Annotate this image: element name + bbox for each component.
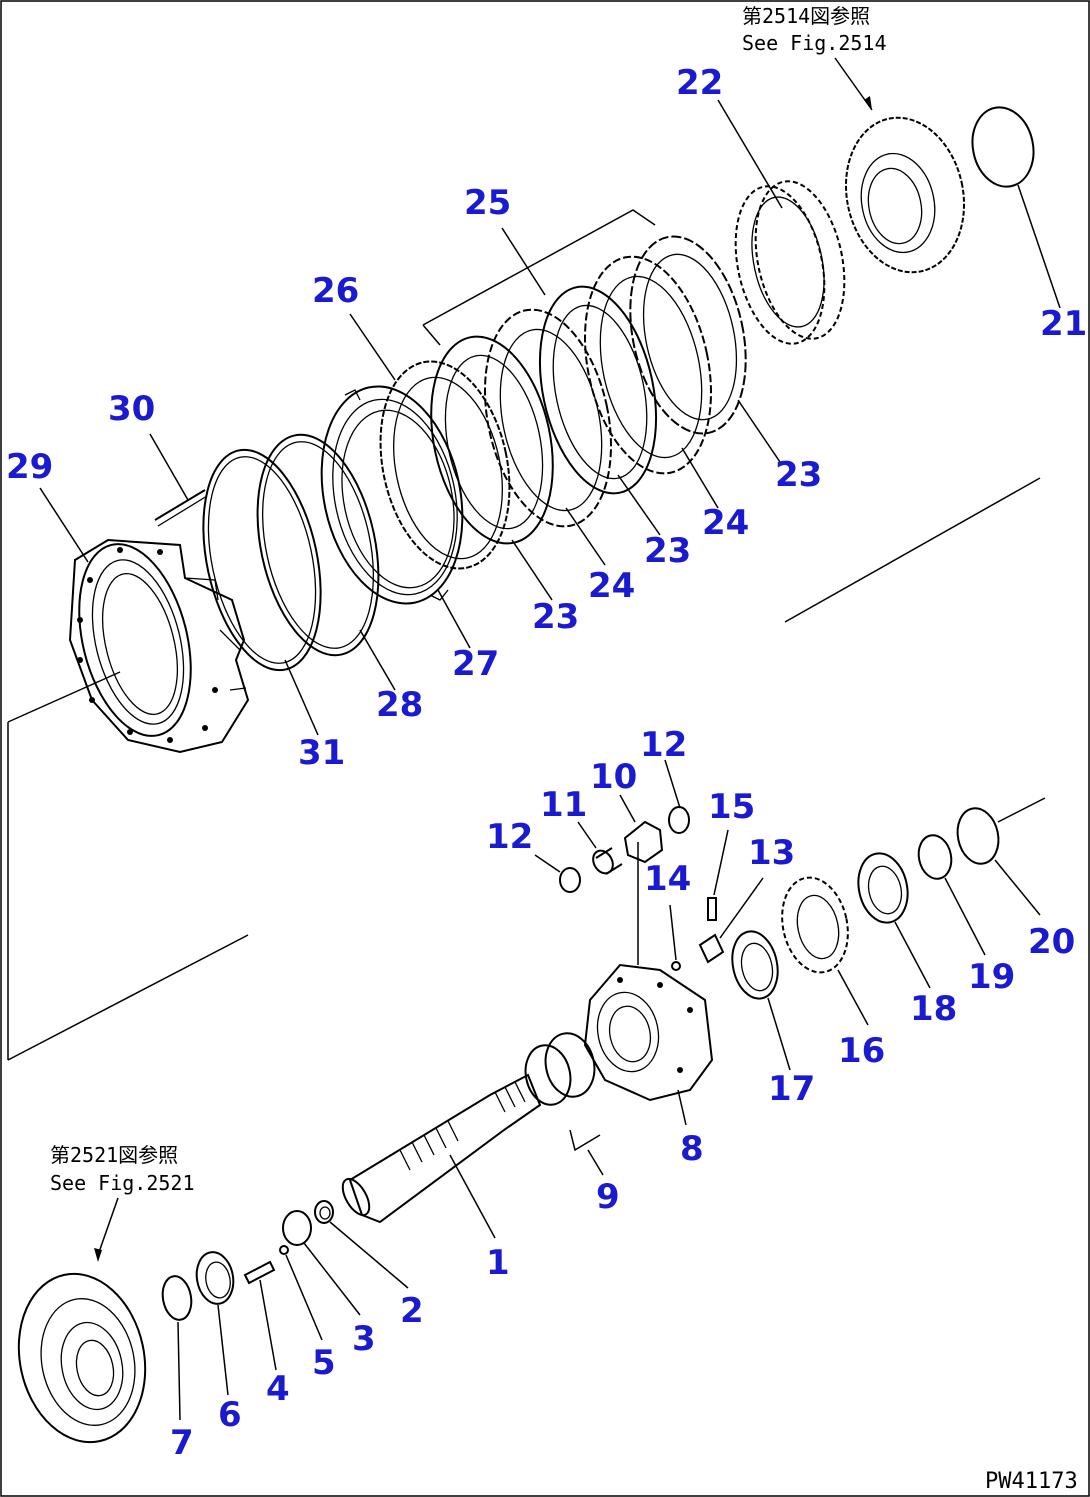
callout-11[interactable]: 11 <box>540 785 587 825</box>
part-18-bearing <box>857 852 909 924</box>
callout-24-middle[interactable]: 24 <box>588 566 635 606</box>
part-11-needle-bearing <box>592 849 614 875</box>
callout-17[interactable]: 17 <box>768 1069 815 1109</box>
callout-29[interactable]: 29 <box>6 447 53 487</box>
part-1-shaft <box>341 1073 542 1224</box>
callout-23-left[interactable]: 23 <box>532 597 579 637</box>
part-26-plate <box>379 360 511 570</box>
part-3-plate <box>282 1210 312 1246</box>
callout-26[interactable]: 26 <box>312 271 359 311</box>
callout-3[interactable]: 3 <box>352 1319 376 1359</box>
callout-18[interactable]: 18 <box>910 989 957 1029</box>
part-29-housing <box>68 538 250 754</box>
upper-assembly <box>68 106 1035 754</box>
leader-lines <box>39 99 1061 1421</box>
bottom-reference-en: See Fig.2521 <box>50 1171 195 1195</box>
bottom-reference-jp: 第2521図参照 <box>50 1143 178 1167</box>
part-8-carrier <box>583 963 714 1102</box>
callout-27[interactable]: 27 <box>452 644 499 684</box>
callout-6[interactable]: 6 <box>218 1395 242 1435</box>
callout-8[interactable]: 8 <box>680 1129 704 1169</box>
callout-15[interactable]: 15 <box>708 787 755 827</box>
drum-reference-part <box>844 116 966 274</box>
callout-30[interactable]: 30 <box>108 389 155 429</box>
part-30-pin <box>154 489 206 521</box>
callout-25[interactable]: 25 <box>464 183 511 223</box>
part-12-washer-a <box>559 867 581 893</box>
part-6-bearing <box>195 1251 235 1305</box>
part-2-washer <box>314 1200 334 1224</box>
callout-21[interactable]: 21 <box>1040 304 1087 344</box>
axis-line-right <box>784 477 1041 623</box>
part-23-disc-b <box>538 285 658 495</box>
callout-31[interactable]: 31 <box>298 733 345 773</box>
top-reference-jp: 第2514図参照 <box>742 4 870 28</box>
axis-line-lower-left <box>7 934 249 1061</box>
part-14-ball <box>671 961 681 971</box>
lower-assembly <box>17 797 1046 1444</box>
part-4-plug <box>243 1260 276 1285</box>
part-17-bearing <box>731 930 779 1000</box>
part-15-pin <box>707 897 717 921</box>
callout-10[interactable]: 10 <box>590 757 637 797</box>
part-13-shaft <box>698 933 725 964</box>
part-22-ring-gear <box>734 180 846 345</box>
part-19-snap-ring <box>917 834 953 880</box>
part-5-o-ring <box>279 1245 289 1255</box>
callout-16[interactable]: 16 <box>838 1031 885 1071</box>
part-10-planet-gear <box>623 820 664 864</box>
callout-4[interactable]: 4 <box>266 1369 290 1409</box>
part-7-snap-ring <box>161 1275 193 1321</box>
callout-5[interactable]: 5 <box>312 1343 336 1383</box>
callout-20[interactable]: 20 <box>1028 922 1075 962</box>
part-27-piston <box>320 385 464 605</box>
part-31-ring <box>202 448 322 672</box>
part-28-ring <box>256 433 380 657</box>
callout-7[interactable]: 7 <box>170 1423 194 1463</box>
callout-14[interactable]: 14 <box>644 859 691 899</box>
top-reference-en: See Fig.2514 <box>742 31 887 55</box>
part-24-plate-b <box>584 255 712 475</box>
callout-24-right[interactable]: 24 <box>702 503 749 543</box>
callout-2[interactable]: 2 <box>400 1291 424 1331</box>
callout-22[interactable]: 22 <box>676 63 723 103</box>
callout-12-top[interactable]: 12 <box>640 725 687 765</box>
bracket-25 <box>422 209 656 326</box>
reference-arrow-top <box>834 57 873 111</box>
part-9-bearing-b <box>544 1032 596 1098</box>
callout-12-left[interactable]: 12 <box>486 817 533 857</box>
housing-reference-part <box>17 1272 147 1444</box>
callout-28[interactable]: 28 <box>376 685 423 725</box>
part-21-snap-ring <box>971 106 1035 188</box>
callout-13[interactable]: 13 <box>748 833 795 873</box>
callout-23-right[interactable]: 23 <box>775 455 822 495</box>
callout-9[interactable]: 9 <box>596 1177 620 1217</box>
part-12-washer-b <box>668 806 690 834</box>
part-23-disc-c <box>629 235 747 435</box>
axis-line-upper-left <box>7 671 121 723</box>
drawing-code: PW41173 <box>985 1469 1078 1494</box>
callout-1[interactable]: 1 <box>486 1243 510 1283</box>
callout-23-middle[interactable]: 23 <box>644 531 691 571</box>
part-24-plate-a <box>484 308 612 528</box>
part-16-gear <box>781 876 849 974</box>
callout-19[interactable]: 19 <box>968 957 1015 997</box>
part-9-bearing-a <box>524 1044 572 1106</box>
callouts: 22 21 25 26 30 29 23 24 23 24 23 27 28 3… <box>6 63 1087 1463</box>
part-20-snap-ring <box>956 807 1000 865</box>
reference-arrow-bottom <box>94 1197 119 1262</box>
